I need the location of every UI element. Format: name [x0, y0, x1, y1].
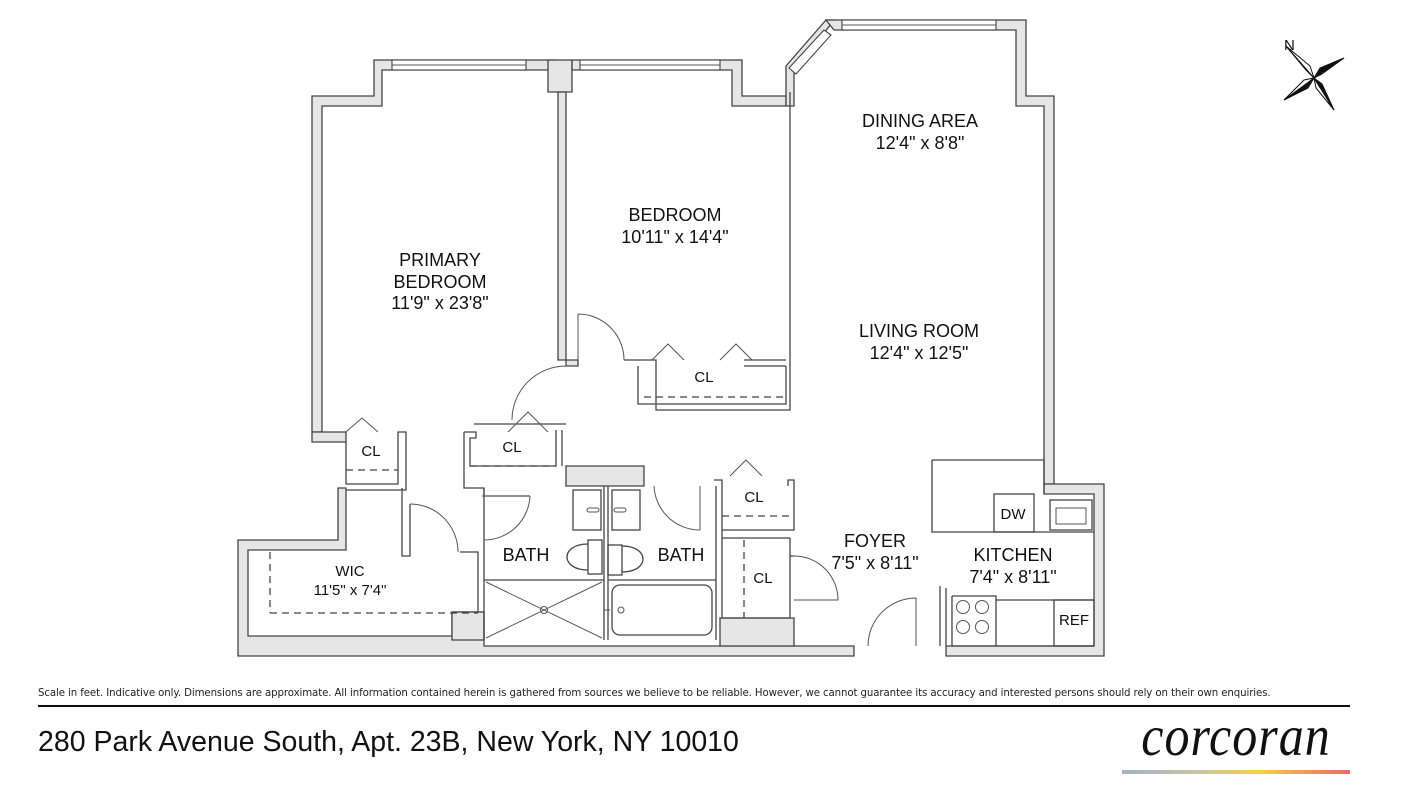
closet-label: CL	[753, 570, 772, 587]
bedroom-size: 10'11" x 14'4"	[621, 227, 728, 247]
property-address: 280 Park Avenue South, Apt. 23B, New Yor…	[38, 726, 739, 758]
refrigerator-label: REF	[1059, 612, 1089, 629]
closet-label: CL	[744, 489, 763, 506]
footer-divider	[38, 705, 1350, 707]
primary-bedroom-label: PRIMARY	[399, 250, 481, 270]
floor-plan: PRIMARY BEDROOM 11'9" x 23'8" BEDROOM 10…	[237, 19, 1345, 657]
primary-bedroom-label-2: BEDROOM	[393, 272, 486, 292]
living-room-size: 12'4" x 12'5"	[870, 343, 969, 363]
room-labels: PRIMARY BEDROOM 11'9" x 23'8" BEDROOM 10…	[314, 111, 1089, 629]
exterior-walls	[237, 19, 1105, 657]
brand-logo: corcoran	[1141, 703, 1331, 768]
bath-1-label: BATH	[503, 545, 550, 565]
windows	[391, 19, 997, 75]
interior-walls	[269, 91, 1095, 647]
wic-size: 11'5" x 7'4"	[314, 582, 387, 599]
foyer-label: FOYER	[844, 531, 906, 551]
closet-label: CL	[502, 439, 521, 456]
living-room-label: LIVING ROOM	[859, 321, 979, 341]
door-swings	[345, 313, 917, 647]
foyer-size: 7'5" x 8'11"	[831, 553, 918, 573]
brand-color-bar	[1122, 770, 1350, 774]
closet-label: CL	[694, 369, 713, 386]
bedroom-label: BEDROOM	[628, 205, 721, 225]
wic-label: WIC	[335, 563, 364, 580]
north-compass-icon: N	[1283, 37, 1345, 111]
compass-north-label: N	[1284, 37, 1295, 54]
dining-area-size: 12'4" x 8'8"	[876, 133, 965, 153]
kitchen-size: 7'4" x 8'11"	[969, 567, 1056, 587]
kitchen-label: KITCHEN	[973, 545, 1052, 565]
bath-2-label: BATH	[658, 545, 705, 565]
disclaimer-text: Scale in feet. Indicative only. Dimensio…	[38, 688, 1271, 699]
primary-bedroom-size: 11'9" x 23'8"	[391, 293, 488, 313]
dishwasher-label: DW	[1001, 506, 1027, 523]
closet-label: CL	[361, 443, 380, 460]
dining-area-label: DINING AREA	[862, 111, 978, 131]
